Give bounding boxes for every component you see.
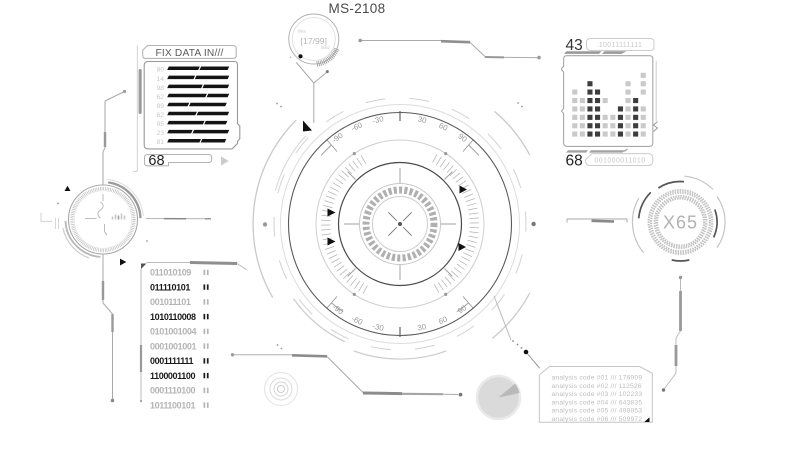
svg-text:-30: -30 <box>371 114 385 125</box>
svg-text:60: 60 <box>437 314 449 326</box>
svg-text:analysis code #06 /// 509972: analysis code #06 /// 509972 <box>552 416 643 423</box>
svg-text:0001001001: 0001001001 <box>150 341 196 351</box>
svg-text:analysis code #04 /// 643835: analysis code #04 /// 643835 <box>552 399 643 406</box>
svg-text:011010109: 011010109 <box>150 268 191 278</box>
svg-text:98: 98 <box>156 85 164 92</box>
svg-text:-60: -60 <box>350 314 365 327</box>
svg-text:0001111111: 0001111111 <box>150 356 193 366</box>
svg-text:data: data <box>298 29 307 34</box>
svg-text:001000011010: 001000011010 <box>595 157 646 164</box>
svg-text:0001110100: 0001110100 <box>150 386 195 396</box>
svg-text:1011100101: 1011100101 <box>150 400 195 410</box>
svg-text:89: 89 <box>156 103 164 110</box>
svg-text:FIX DATA IN///: FIX DATA IN/// <box>155 48 223 59</box>
svg-text:43: 43 <box>566 37 583 54</box>
svg-text:68: 68 <box>566 152 583 169</box>
svg-text:60: 60 <box>437 121 449 133</box>
svg-text:011110101: 011110101 <box>150 282 190 292</box>
svg-text:23: 23 <box>156 130 164 137</box>
svg-text:analysis code #01 /// 176909: analysis code #01 /// 176909 <box>552 375 643 382</box>
svg-text:fixed: fixed <box>321 45 331 50</box>
svg-text:analysis code #05 /// 498853: analysis code #05 /// 498853 <box>552 408 643 415</box>
svg-text:analysis code #03 /// 102233: analysis code #03 /// 102233 <box>552 391 643 398</box>
svg-text:62: 62 <box>156 112 164 119</box>
svg-text:62: 62 <box>156 94 164 101</box>
svg-text:80: 80 <box>156 67 164 74</box>
svg-text:14: 14 <box>156 76 164 83</box>
svg-text:X65: X65 <box>663 212 698 232</box>
svg-text:0101001004: 0101001004 <box>150 327 196 337</box>
svg-text:001011101: 001011101 <box>150 297 191 307</box>
svg-text:analysis code #02 /// 112526: analysis code #02 /// 112526 <box>552 383 642 390</box>
svg-text:30: 30 <box>417 115 428 126</box>
svg-text:95: 95 <box>156 121 164 128</box>
svg-text:[17/99]: [17/99] <box>301 36 327 46</box>
svg-text:1100001100: 1100001100 <box>150 371 195 381</box>
svg-text:MS-2108: MS-2108 <box>329 1 386 16</box>
svg-text:81: 81 <box>156 139 164 146</box>
svg-text:1010110008: 1010110008 <box>150 312 196 322</box>
svg-text:-60: -60 <box>350 120 365 133</box>
svg-text:30: 30 <box>417 322 428 333</box>
svg-text:10011111111: 10011111111 <box>599 42 643 49</box>
svg-text:-30: -30 <box>372 322 386 333</box>
svg-text:68: 68 <box>148 153 164 169</box>
